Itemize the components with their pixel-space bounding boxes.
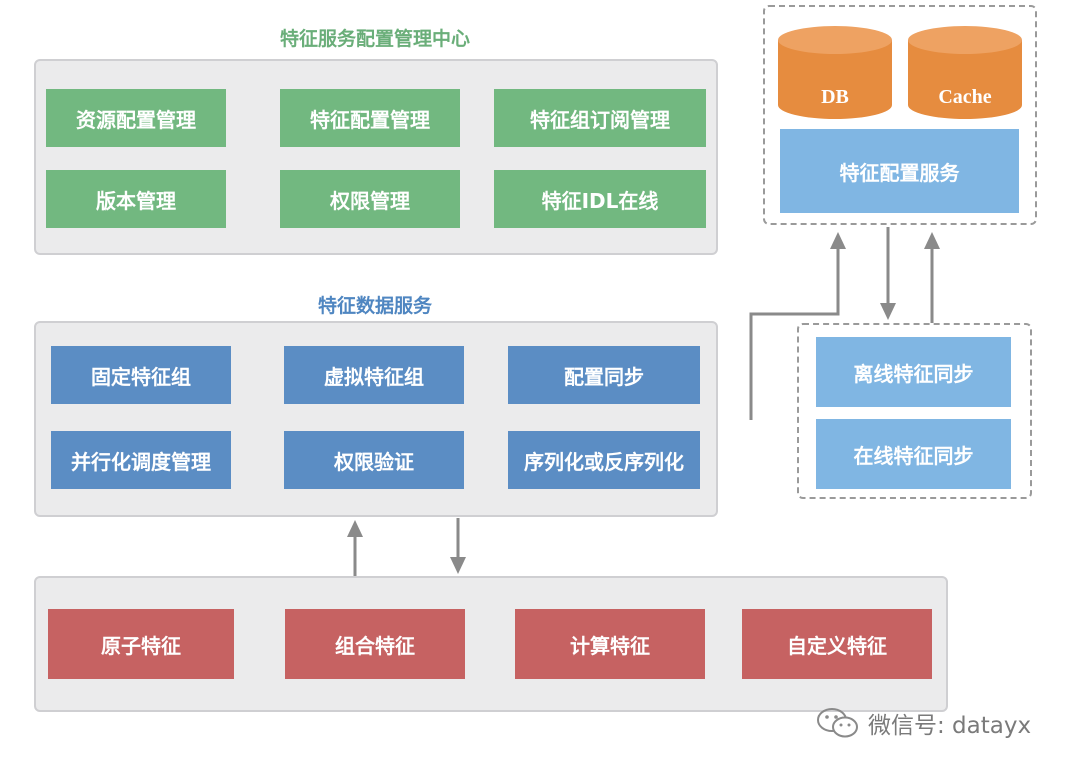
offline-feature-sync: 离线特征同步 [816, 337, 1011, 407]
data-service-title: 特征数据服务 [317, 295, 432, 317]
config-item-version: 版本管理 [46, 170, 226, 228]
data-item-permission-check: 权限验证 [284, 431, 464, 489]
cache-label: Cache [938, 86, 992, 108]
watermark: 微信号: datayx [816, 703, 1031, 743]
db-cylinder-icon: DB [778, 26, 892, 119]
wechat-icon [817, 708, 858, 738]
online-feature-sync: 在线特征同步 [816, 419, 1011, 489]
config-item-permission: 权限管理 [280, 170, 460, 228]
arrowhead-down-icon [880, 303, 896, 320]
arrowhead-up-icon [924, 232, 940, 249]
config-item-resource: 资源配置管理 [46, 89, 226, 147]
feature-combined: 组合特征 [285, 609, 465, 679]
data-item-parallel-scheduling: 并行化调度管理 [51, 431, 231, 489]
config-item-group-subscription: 特征组订阅管理 [494, 89, 706, 147]
feature-computed: 计算特征 [515, 609, 705, 679]
cache-cylinder-icon: Cache [908, 26, 1022, 119]
db-label: DB [821, 86, 849, 108]
config-item-feature: 特征配置管理 [280, 89, 460, 147]
arrowhead-up-icon [830, 232, 846, 249]
data-item-fixed-group: 固定特征组 [51, 346, 231, 404]
data-item-serialization: 序列化或反序列化 [508, 431, 700, 489]
feature-custom: 自定义特征 [742, 609, 932, 679]
data-item-virtual-group: 虚拟特征组 [284, 346, 464, 404]
feature-config-service: 特征配置服务 [780, 129, 1019, 213]
arrowhead-up-icon [347, 520, 363, 537]
data-item-config-sync: 配置同步 [508, 346, 700, 404]
feature-atomic: 原子特征 [48, 609, 234, 679]
config-item-idl-online: 特征IDL在线 [494, 170, 706, 228]
data-service-to-config-line [749, 248, 840, 420]
watermark-text: 微信号: datayx [868, 713, 1032, 739]
config-center-title: 特征服务配置管理中心 [279, 28, 470, 50]
arrowhead-down-icon [450, 557, 466, 574]
